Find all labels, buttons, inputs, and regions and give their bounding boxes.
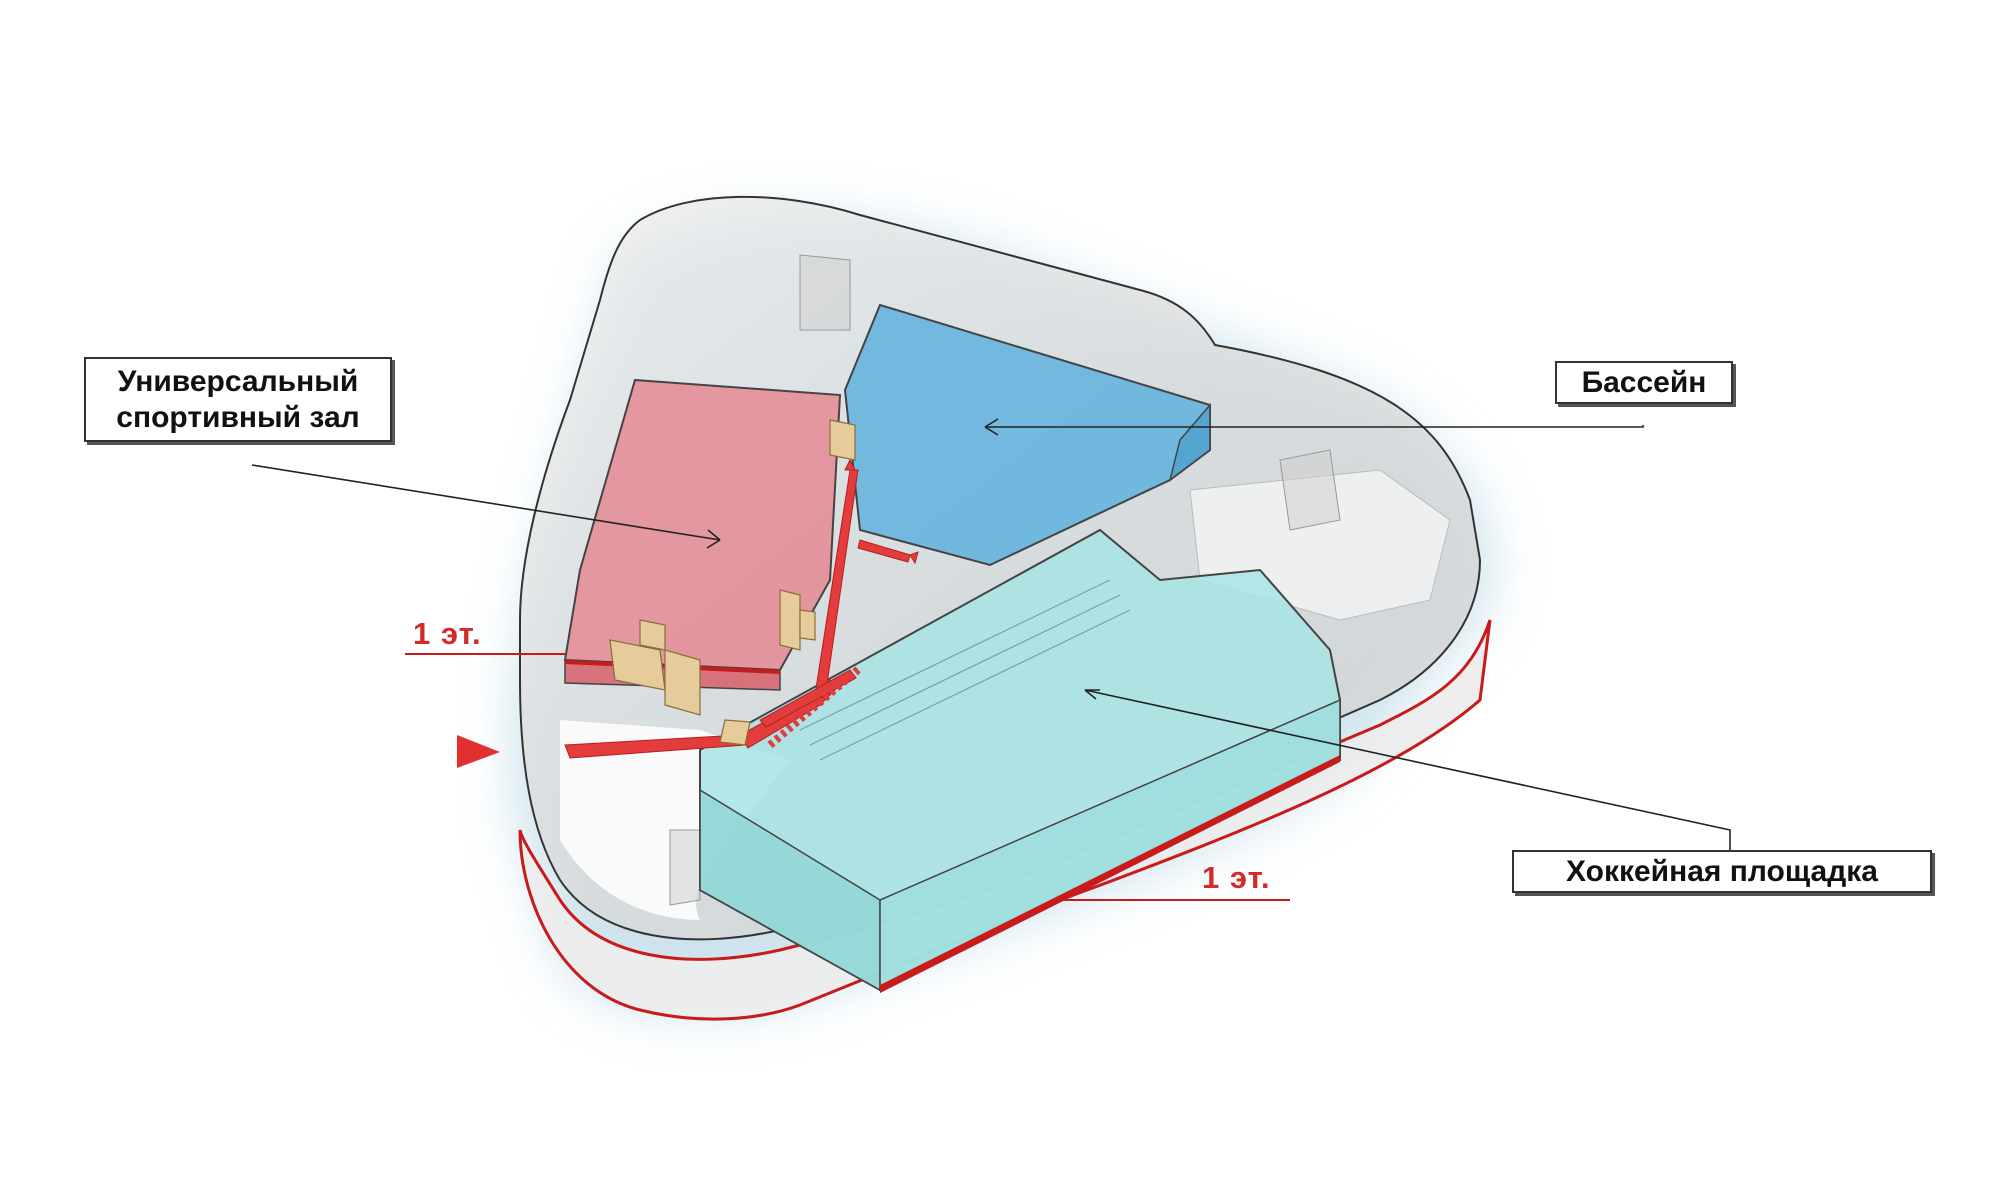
- pool-volume: [843, 303, 1211, 567]
- floor-label-right: 1 эт.: [1202, 860, 1271, 895]
- hockey-stair-ramp: [767, 664, 863, 749]
- shell-base: [518, 619, 1492, 1021]
- universal-hall-label-line1: Универсальный: [117, 365, 359, 398]
- hockey-volume: [699, 528, 1341, 993]
- pool-callout: Бассейн: [1555, 361, 1733, 404]
- entrance-arrow-icon: [457, 735, 500, 768]
- stair-blocks: [609, 419, 856, 746]
- universal-hall-label-line2: спортивный зал: [116, 401, 360, 434]
- floor-label-left: 1 эт.: [413, 616, 482, 651]
- leader-lines: [251, 418, 1731, 901]
- pool-label: Бассейн: [1581, 366, 1707, 399]
- universal-hall-callout: Универсальный спортивный зал: [84, 357, 392, 442]
- circulation-routes: [564, 458, 919, 759]
- hockey-callout: Хоккейная площадка: [1512, 850, 1932, 893]
- hockey-label: Хоккейная площадка: [1566, 855, 1878, 888]
- shell-partition: [669, 254, 1341, 906]
